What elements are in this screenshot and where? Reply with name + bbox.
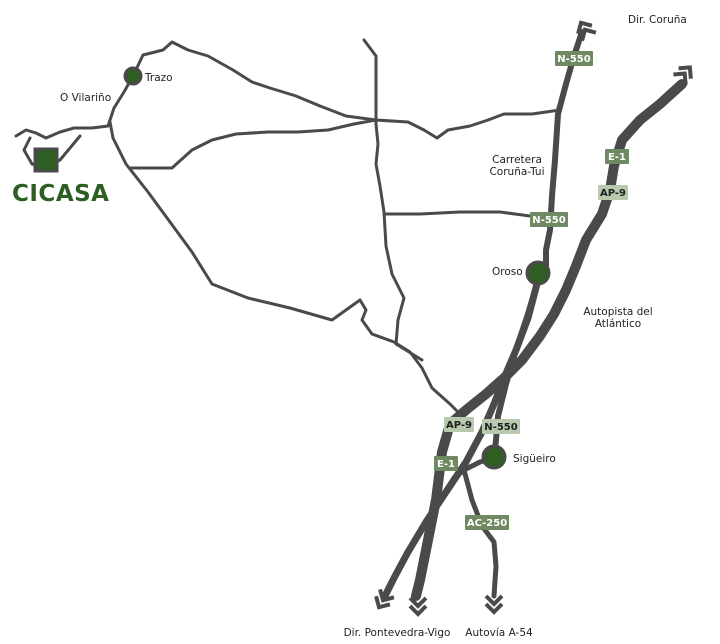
minor-road-network: [14, 38, 562, 416]
place-label-oroso: Oroso: [492, 266, 523, 278]
direction-label-autovia: Autovía A-54: [465, 627, 533, 639]
svg-text:E-1: E-1: [608, 152, 626, 163]
road-east-west-link: [382, 210, 532, 218]
road-label-autopista-line1: Autopista del: [583, 306, 652, 318]
svg-text:AP-9: AP-9: [600, 188, 626, 199]
town-marker-icon: [525, 260, 551, 286]
direction-label-coruna: Dir. Coruña: [628, 14, 687, 26]
place-label-trazo: Trazo: [144, 72, 173, 84]
badge-ap9-top: AP-9: [598, 185, 628, 200]
svg-text:N-550: N-550: [484, 422, 517, 433]
svg-text:N-550: N-550: [532, 215, 565, 226]
badge-n550-mid: N-550: [530, 212, 568, 227]
svg-text:N-550: N-550: [557, 54, 590, 65]
badge-ap9-low: AP-9: [444, 417, 474, 432]
road-north-south-connector: [362, 38, 424, 362]
badge-e1-low: E-1: [434, 456, 458, 471]
svg-text:AC-250: AC-250: [467, 518, 507, 529]
road-label-carretera-line1: Carretera: [492, 154, 542, 166]
town-marker-icon: [481, 444, 507, 470]
double-chevron-arrow-icon: [576, 20, 597, 42]
badge-n550-top: N-550: [555, 51, 593, 66]
town-markers: [33, 66, 551, 470]
place-label-o-vilarino: O Vilariño: [60, 92, 111, 104]
svg-text:E-1: E-1: [437, 459, 455, 470]
road-label-autopista-line2: Atlántico: [595, 318, 641, 330]
road-vilarino-trazo: [14, 74, 135, 140]
road-trazo-loop: [131, 40, 562, 140]
brand-name: CICASA: [12, 181, 109, 207]
double-chevron-arrow-icon: [374, 588, 395, 610]
road-n550: [491, 29, 585, 461]
badge-ac250: AC-250: [465, 515, 509, 530]
badge-n550-low: N-550: [482, 419, 520, 434]
road-west-south: [108, 120, 462, 416]
road-e1-south: [380, 276, 542, 602]
double-chevron-arrow-icon: [673, 65, 693, 85]
road-badges: N-550 E-1 AP-9 N-550 AP-9 N-550 E-1 AC-: [434, 51, 629, 530]
place-label-sigueiro: Sigüeiro: [513, 453, 556, 465]
town-marker-icon: [123, 66, 143, 86]
svg-text:AP-9: AP-9: [446, 420, 472, 431]
direction-arrows: [374, 20, 693, 617]
map-labels: Trazo O Vilariño Dir. Coruña Carretera C…: [12, 14, 687, 639]
road-ap9: [411, 79, 687, 601]
square-location-marker-icon: [33, 147, 59, 173]
road-middle-branch: [128, 118, 378, 170]
road-ac250-south: [461, 467, 499, 599]
double-chevron-arrow-icon: [484, 594, 504, 615]
double-chevron-arrow-icon: [408, 596, 428, 617]
direction-label-pontevedra: Dir. Pontevedra-Vigo: [344, 627, 451, 639]
badge-e1-top: E-1: [605, 149, 629, 164]
road-label-carretera-line2: Coruña-Tui: [489, 166, 544, 178]
